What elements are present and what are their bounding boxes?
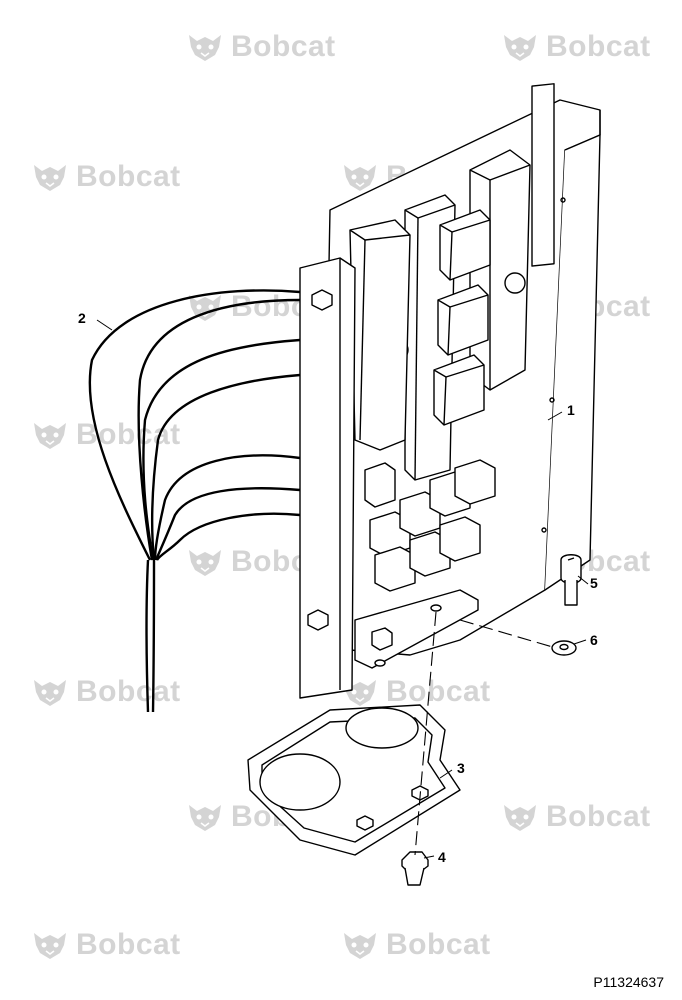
gasket-plate <box>247 704 461 856</box>
callout-6: 6 <box>590 632 598 648</box>
cap-screw <box>560 554 582 606</box>
relay-block <box>349 149 531 481</box>
nut-insert <box>401 851 429 886</box>
leader-lines <box>96 319 589 859</box>
washer <box>551 640 577 656</box>
callout-5: 5 <box>590 575 598 591</box>
mounting-foot <box>354 589 479 669</box>
figure-id: P11324637 <box>593 974 664 990</box>
wire-harness <box>88 289 301 713</box>
callout-4: 4 <box>438 849 446 865</box>
front-bracket <box>299 257 356 699</box>
assembly-lines <box>414 611 557 856</box>
callout-1: 1 <box>567 402 575 418</box>
callout-2: 2 <box>78 310 86 326</box>
fuse-blocks <box>364 459 496 592</box>
callout-3: 3 <box>457 760 465 776</box>
